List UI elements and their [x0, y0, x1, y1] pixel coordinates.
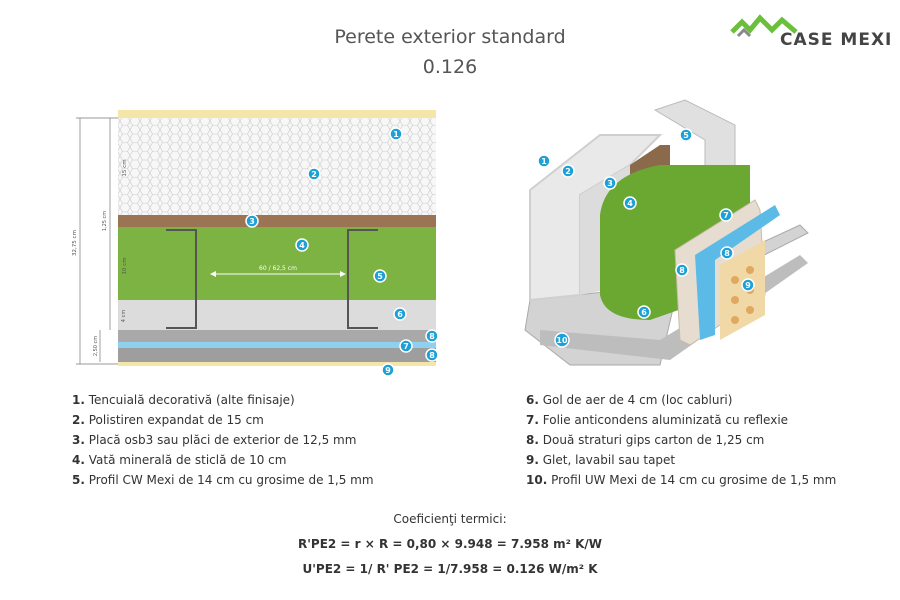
svg-text:6: 6	[641, 308, 647, 317]
svg-text:8: 8	[724, 249, 730, 258]
finish-layer	[118, 362, 436, 366]
iso-badge-10: 10	[554, 332, 570, 348]
section-badge-9: 9	[381, 363, 395, 377]
iso-badge-1: 1	[537, 154, 551, 168]
svg-text:4: 4	[627, 199, 633, 208]
svg-text:8: 8	[429, 332, 435, 341]
gips-layer-inner	[118, 348, 436, 362]
iso-badge-2: 2	[561, 164, 575, 178]
legend-right: 6. Gol de aer de 4 cm (loc cabluri) 7. F…	[526, 390, 836, 490]
svg-text:7: 7	[403, 342, 409, 351]
svg-text:5: 5	[377, 272, 383, 281]
section-badge-7: 7	[399, 339, 413, 353]
svg-text:2: 2	[565, 167, 571, 176]
foil-block-3d	[695, 205, 780, 340]
coefficient-r: R'PE2 = r × R = 0,80 × 9.948 = 7.958 m² …	[297, 537, 603, 551]
iso-badge-6: 6	[637, 305, 651, 319]
finish-block-3d	[720, 240, 765, 340]
legend-item: 7. Folie anticondens aluminizată cu refl…	[526, 413, 789, 427]
iso-badge-8a: 8	[675, 263, 689, 277]
legend-item: 5. Profil CW Mexi de 14 cm cu grosime de…	[72, 473, 374, 487]
dim-total-label: 32,75 cm	[72, 230, 78, 256]
svg-text:3: 3	[607, 179, 613, 188]
wall-cross-section: 60 / 62,5 cm 32,75 cm 15 cm 1,25 cm 10 c…	[72, 110, 439, 377]
svg-text:9: 9	[745, 281, 751, 290]
dim-gips-label: 2,50 cm	[93, 336, 99, 356]
section-badge-6: 6	[393, 307, 407, 321]
section-badge-1: 1	[389, 127, 403, 141]
case-mexi-logo	[730, 14, 798, 38]
gips-layer-outer	[118, 330, 436, 342]
section-badge-2: 2	[307, 167, 321, 181]
svg-text:7: 7	[723, 211, 729, 220]
iso-badge-9: 9	[741, 278, 755, 292]
svg-text:10: 10	[556, 336, 568, 345]
dim-air-label: 4 cm	[121, 310, 127, 323]
spacing-arrow-head-right	[340, 271, 346, 277]
roof-logo-icon	[730, 14, 798, 38]
cw-profile-right	[347, 229, 378, 329]
legend-item: 2. Polistiren expandat de 15 cm	[72, 413, 264, 427]
svg-text:8: 8	[679, 266, 685, 275]
foil-layer	[118, 342, 436, 348]
air-gap-layer	[118, 300, 436, 330]
wall-3d-illustration: 1 2 3 4 5 6 7 8 8 9 10	[524, 99, 809, 366]
coefficients-title: Coeficienţi termici:	[393, 512, 507, 526]
spacing-arrow-head-left	[210, 271, 216, 277]
legend-item: 8. Două straturi gips carton de 1,25 cm	[526, 433, 765, 447]
legend-item: 10. Profil UW Mexi de 14 cm cu grosime d…	[526, 473, 837, 487]
wool-layer	[118, 227, 436, 300]
dim-eps-label: 15 cm	[122, 159, 128, 176]
svg-text:4: 4	[299, 241, 305, 250]
uw-profile-floor	[540, 255, 808, 360]
page-title: Perete exterior standard	[334, 26, 566, 48]
eps-hex-pattern	[118, 118, 436, 215]
legend-left: 1. Tencuială decorativă (alte finisaje) …	[72, 390, 374, 490]
logo-text: CASE MEXI	[780, 30, 893, 50]
iso-badge-7: 7	[719, 208, 733, 222]
legend-item: 1. Tencuială decorativă (alte finisaje)	[72, 393, 295, 407]
dim-osb-label: 1,25 cm	[102, 211, 108, 231]
section-badge-3: 3	[245, 214, 259, 228]
section-badge-8b: 8	[425, 348, 439, 362]
coefficient-u: U'PE2 = 1/ R' PE2 = 1/7.958 = 0.126 W/m²…	[302, 562, 598, 576]
iso-badge-4: 4	[623, 196, 637, 210]
osb-layer	[118, 215, 436, 227]
svg-text:6: 6	[397, 310, 403, 319]
svg-text:3: 3	[249, 217, 255, 226]
wall-code: 0.126	[422, 56, 478, 78]
iso-badge-5: 5	[679, 128, 693, 142]
dim-wool-label: 10 cm	[122, 257, 128, 274]
svg-text:1: 1	[393, 130, 399, 139]
legend-item: 4. Vată minerală de sticlă de 10 cm	[72, 453, 287, 467]
dimension-lines	[76, 117, 118, 365]
legend-item: 9. Glet, lavabil sau tapet	[526, 453, 676, 467]
svg-text:2: 2	[311, 170, 317, 179]
section-badge-4: 4	[295, 238, 309, 252]
spacing-label: 60 / 62,5 cm	[259, 265, 297, 272]
svg-text:8: 8	[429, 351, 435, 360]
iso-badge-3: 3	[603, 176, 617, 190]
svg-text:9: 9	[385, 366, 391, 375]
plaster-layer	[118, 110, 436, 118]
section-badge-8a: 8	[425, 329, 439, 343]
legend-item: 3. Placă osb3 sau plăci de exterior de 1…	[72, 433, 357, 447]
iso-badge-8b: 8	[720, 246, 734, 260]
cw-profile-left	[166, 229, 197, 329]
svg-text:1: 1	[541, 157, 547, 166]
legend-item: 6. Gol de aer de 4 cm (loc cabluri)	[526, 393, 733, 407]
svg-text:5: 5	[683, 131, 689, 140]
section-badge-5: 5	[373, 269, 387, 283]
